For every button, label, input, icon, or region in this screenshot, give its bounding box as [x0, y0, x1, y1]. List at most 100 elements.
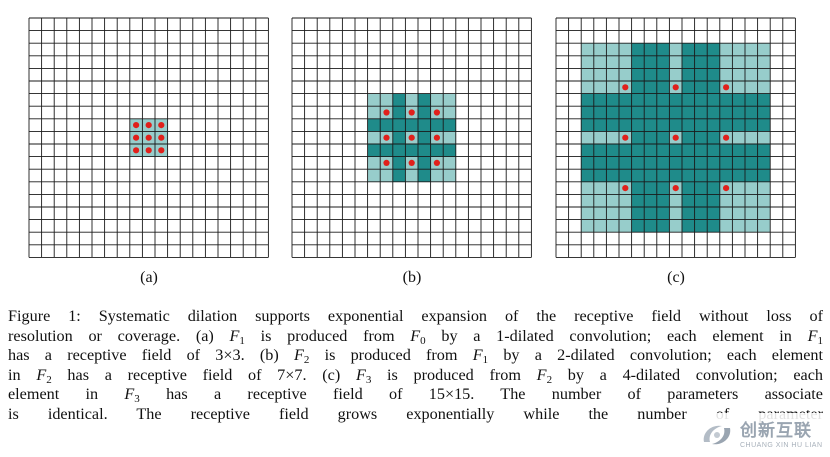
caption-line: has a receptive field of 3×3. (b) F2 is … [8, 346, 823, 366]
receptive-field-cell [367, 93, 381, 107]
receptive-field-cell [593, 194, 607, 207]
receptive-field-cell [694, 219, 708, 233]
receptive-field-cell [631, 93, 645, 107]
receptive-field-cell [707, 144, 720, 157]
receptive-field-cell [593, 68, 607, 81]
receptive-field-cell [745, 181, 758, 195]
receptive-field-cell [581, 194, 594, 207]
receptive-field-cell [656, 106, 670, 119]
receptive-field-cell [732, 194, 745, 207]
caption-text: by a 2-dilated convolution; each element [488, 346, 824, 364]
receptive-field-cell [719, 68, 733, 81]
receptive-field-cell [430, 144, 444, 157]
receptive-field-cell [405, 118, 418, 132]
receptive-field-cell [707, 169, 720, 182]
receptive-field-cell [745, 118, 758, 132]
receptive-field-cell [682, 181, 695, 195]
kernel-sample-dot [622, 134, 629, 141]
receptive-field-cell [682, 169, 695, 182]
receptive-field-cell [669, 43, 682, 56]
receptive-field-cell [593, 144, 607, 157]
receptive-field-cell [392, 144, 406, 157]
receptive-field-cell [606, 219, 619, 233]
receptive-field-cell [656, 194, 670, 207]
receptive-field-cell [631, 219, 645, 233]
receptive-field-cell [656, 144, 670, 157]
receptive-field-cell [694, 181, 708, 195]
receptive-field-cell [694, 144, 708, 157]
receptive-field-cell [644, 156, 657, 170]
receptive-field-cell [606, 106, 619, 119]
receptive-field-cell [581, 43, 594, 56]
math-subscript: 3 [134, 393, 140, 405]
receptive-field-cell [682, 55, 695, 69]
receptive-field-cell [757, 144, 771, 157]
receptive-field-cell [581, 156, 594, 170]
receptive-field-cell [392, 118, 406, 132]
receptive-field-cell [707, 219, 720, 233]
receptive-field-cell [757, 118, 771, 132]
receptive-field-cell [745, 144, 758, 157]
receptive-field-cell [669, 68, 682, 81]
receptive-field-cell [581, 93, 594, 107]
receptive-field-cell [644, 181, 657, 195]
receptive-field-cell [694, 106, 708, 119]
receptive-field-cell [631, 81, 645, 94]
receptive-field-cell [443, 106, 456, 119]
receptive-field-cell [682, 131, 695, 144]
receptive-field-cell [732, 81, 745, 94]
receptive-field-cell [682, 93, 695, 107]
caption-text: element in [8, 385, 125, 403]
receptive-field-cell [644, 55, 657, 69]
receptive-field-cell [745, 219, 758, 233]
math-subscript: 1 [817, 334, 823, 347]
math-variable: F [355, 365, 366, 384]
receptive-field-cell [606, 55, 619, 69]
receptive-field-cell [719, 43, 733, 56]
receptive-field-cell [656, 93, 670, 107]
receptive-field-cell [656, 207, 670, 220]
receptive-field-cell [669, 106, 682, 119]
receptive-field-cell [405, 93, 418, 107]
receptive-field-cell [631, 181, 645, 195]
math-variable: F [472, 346, 483, 364]
caption-text: in [8, 365, 37, 384]
receptive-field-cell [619, 207, 632, 220]
receptive-field-cell [644, 194, 657, 207]
receptive-field-cell [581, 219, 594, 233]
kernel-sample-dot [433, 109, 440, 116]
receptive-field-cell [732, 144, 745, 157]
math-variable: F [36, 365, 47, 384]
receptive-field-cell [581, 169, 594, 182]
receptive-field-cell [719, 207, 733, 220]
receptive-field-cell [380, 93, 393, 107]
receptive-field-cell [732, 156, 745, 170]
kernel-sample-dot [433, 134, 440, 141]
receptive-field-cell [631, 144, 645, 157]
panel-a-label: (a) [140, 269, 158, 286]
receptive-field-cell [606, 43, 619, 56]
receptive-field-cell [682, 43, 695, 56]
receptive-field-cell [732, 93, 745, 107]
kernel-sample-dot [133, 134, 140, 141]
receptive-field-cell [745, 81, 758, 94]
receptive-field-cell [707, 181, 720, 195]
math-symbol: F1 [808, 327, 823, 347]
caption-text: has a receptive field of 7×7. (c) [51, 365, 356, 384]
kernel-sample-dot [383, 159, 390, 166]
receptive-field-cell [606, 181, 619, 195]
receptive-field-cell [694, 156, 708, 170]
receptive-field-cell [707, 156, 720, 170]
receptive-field-cell [631, 118, 645, 132]
receptive-field-cell [719, 156, 733, 170]
receptive-field-cell [631, 55, 645, 69]
receptive-field-cell [593, 81, 607, 94]
receptive-field-cell [443, 156, 456, 170]
receptive-field-cell [593, 93, 607, 107]
receptive-field-cell [644, 118, 657, 132]
math-variable: F [410, 326, 421, 345]
math-symbol: F2 [36, 365, 51, 386]
receptive-field-cell [732, 43, 745, 56]
receptive-field-cell [757, 156, 771, 170]
receptive-field-cell [745, 106, 758, 119]
